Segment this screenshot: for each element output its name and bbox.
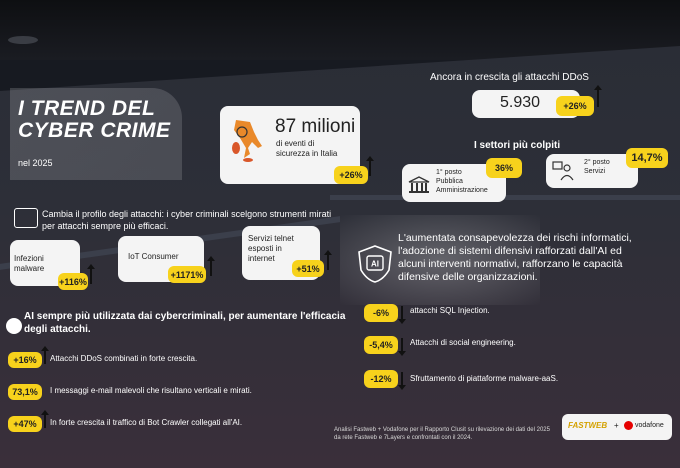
ddos-value: 5.930 xyxy=(500,94,541,111)
awareness-item-text: Sfruttamento di piattaforme malware-aaS. xyxy=(410,374,559,383)
italy-map-icon xyxy=(228,118,264,162)
ai-shield-icon: AI xyxy=(356,244,394,284)
events-growth-badge: +26% xyxy=(334,166,368,184)
page-title: I TREND DEL CYBER CRIME xyxy=(18,97,171,142)
footer-source: Analisi Fastweb + Vodafone per il Rappor… xyxy=(334,427,550,441)
arrow-down-icon xyxy=(398,306,406,324)
ai-item-badge: +16% xyxy=(8,352,42,368)
brand-box xyxy=(562,414,672,440)
arrow-up-icon xyxy=(87,264,95,284)
events-desc: di eventi di sicurezza in Italia xyxy=(276,139,338,158)
ai-item-badge: +47% xyxy=(8,416,42,432)
iot-label: IoT Consumer xyxy=(128,252,179,261)
iot-badge: +1171% xyxy=(168,266,206,283)
ceiling-light xyxy=(8,36,38,44)
arrow-up-icon xyxy=(41,346,49,364)
arrow-up-icon xyxy=(366,156,374,176)
profile-intro: Cambia il profilo degli attacchi: i cybe… xyxy=(42,209,332,231)
arrow-up-icon xyxy=(594,85,602,107)
sector-second-label: 2° posto Servizi xyxy=(584,159,610,175)
ceiling xyxy=(0,0,680,60)
svg-text:AI: AI xyxy=(371,260,379,269)
events-value: 87 milioni xyxy=(275,116,356,137)
arrow-up-icon xyxy=(207,256,215,276)
malware-label: Infezioni malware xyxy=(14,254,45,273)
arrow-up-icon xyxy=(324,250,332,270)
sector-first-label: 1° posto Pubblica Amministrazione xyxy=(436,169,488,194)
vodafone-logo-icon xyxy=(624,421,633,430)
page-subtitle: nel 2025 xyxy=(18,158,53,168)
awareness-item-badge: -12% xyxy=(364,370,398,388)
awareness-item-badge: -5,4% xyxy=(364,336,398,354)
awareness-item-text: Attacchi di social engineering. xyxy=(410,338,516,347)
building-icon xyxy=(408,176,430,194)
brain-icon xyxy=(6,318,22,334)
fastweb-logo: FASTWEB xyxy=(568,421,608,430)
vodafone-logo: vodafone xyxy=(635,422,664,429)
awareness-item-text: attacchi SQL Injection. xyxy=(410,306,490,315)
sectors-heading: I settori più colpiti xyxy=(474,140,561,151)
people-icon xyxy=(552,160,574,182)
browser-icon xyxy=(14,208,38,228)
ai-heading: AI sempre più utilizzata dai cybercrimin… xyxy=(24,311,346,335)
telnet-badge: +51% xyxy=(292,260,324,277)
ddos-heading: Ancora in crescita gli attacchi DDoS xyxy=(430,72,589,83)
telnet-label: Servizi telnet esposti in internet xyxy=(248,234,294,263)
sector-second-badge: 14,7% xyxy=(626,148,668,168)
malware-badge: +116% xyxy=(58,273,88,290)
sector-second-card xyxy=(546,154,638,188)
arrow-down-icon xyxy=(398,372,406,390)
ai-item-text: Attacchi DDoS combinati in forte crescit… xyxy=(50,354,198,363)
plus-sign: + xyxy=(614,421,619,430)
ddos-growth-badge: +26% xyxy=(556,96,594,116)
title-card xyxy=(10,88,182,180)
sector-first-badge: 36% xyxy=(486,158,522,178)
ai-item-text: In forte crescita il traffico di Bot Cra… xyxy=(50,418,243,427)
glow-decor xyxy=(340,215,540,305)
arrow-up-icon xyxy=(41,410,49,428)
ai-item-text: I messaggi e-mail malevoli che risultano… xyxy=(50,386,252,395)
ai-item-badge: 73,1% xyxy=(8,384,42,400)
awareness-item-badge: -6% xyxy=(364,304,398,322)
awareness-text: L'aumentata consapevolezza dei rischi in… xyxy=(398,232,632,283)
arrow-down-icon xyxy=(398,338,406,356)
